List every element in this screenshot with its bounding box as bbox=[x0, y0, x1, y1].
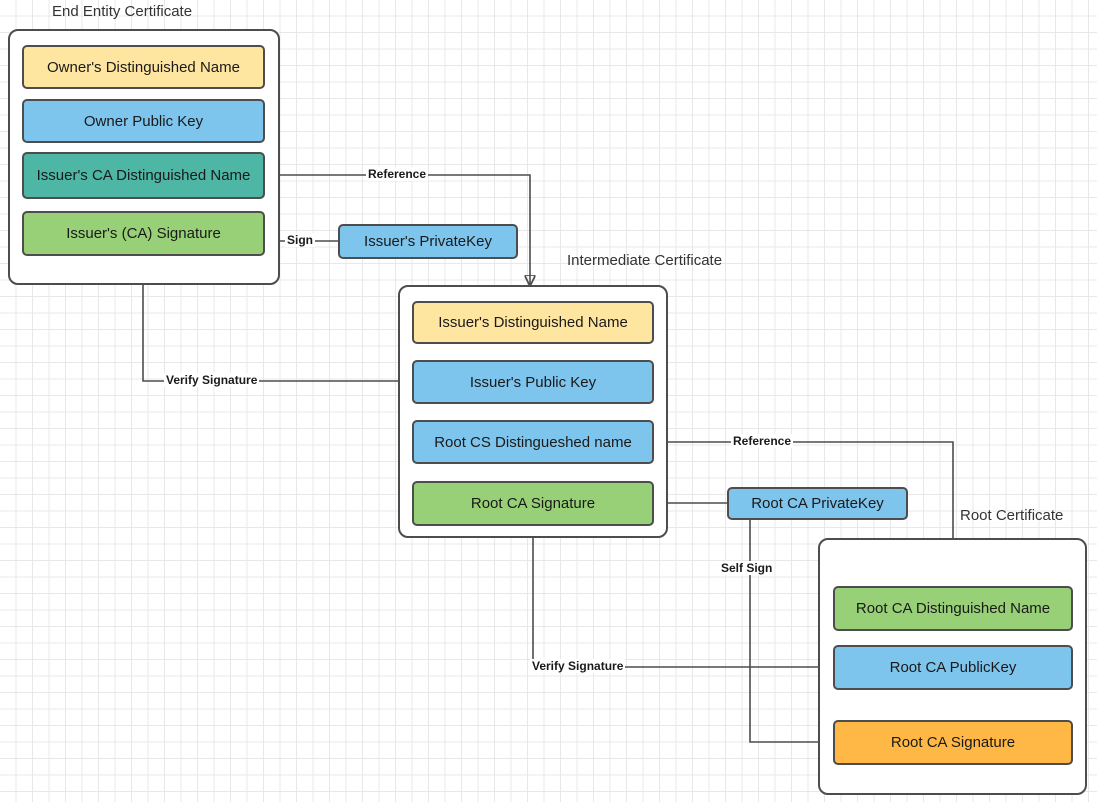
intermediate-field-root-cs-distinguished-name[interactable]: Root CS Distingueshed name bbox=[412, 420, 654, 464]
field-label: Root CA Distinguished Name bbox=[855, 600, 1051, 617]
end-entity-field-issuer-ca-distinguished-name[interactable]: Issuer's CA Distinguished Name bbox=[22, 152, 265, 199]
edge-label-self-sign: Self Sign bbox=[719, 561, 775, 575]
field-label: Root CA Signature bbox=[470, 495, 596, 512]
root-certificate-title: Root Certificate bbox=[960, 507, 1064, 524]
end-entity-field-owner-distinguished-name[interactable]: Owner's Distinguished Name bbox=[22, 45, 265, 89]
field-label: Owner's Distinguished Name bbox=[47, 58, 240, 76]
edge-label-sign: Sign bbox=[285, 233, 315, 247]
field-label: Root CA PrivateKey bbox=[751, 495, 884, 512]
root-field-root-ca-public-key[interactable]: Root CA PublicKey bbox=[833, 645, 1073, 690]
root-field-root-ca-distinguished-name[interactable]: Root CA Distinguished Name bbox=[833, 586, 1073, 631]
field-label: Root CA PublicKey bbox=[889, 659, 1017, 676]
field-label: Owner Public Key bbox=[83, 112, 204, 130]
field-label: Root CA Signature bbox=[890, 734, 1016, 751]
field-label: Issuer's (CA) Signature bbox=[66, 225, 221, 242]
field-label: Issuer's PrivateKey bbox=[364, 233, 492, 250]
end-entity-field-owner-public-key[interactable]: Owner Public Key bbox=[22, 99, 265, 143]
end-entity-certificate-title: End Entity Certificate bbox=[52, 3, 193, 20]
wire-verify-signature-bottom bbox=[533, 528, 833, 668]
field-label: Issuer's CA Distinguished Name bbox=[36, 167, 251, 184]
intermediate-field-issuer-public-key[interactable]: Issuer's Public Key bbox=[412, 360, 654, 404]
intermediate-field-issuer-distinguished-name[interactable]: Issuer's Distinguished Name bbox=[412, 301, 654, 344]
field-label: Issuer's Distinguished Name bbox=[438, 314, 628, 331]
edge-label-verify-signature-bottom: Verify Signature bbox=[530, 659, 626, 673]
edge-label-verify-signature-top: Verify Signature bbox=[164, 373, 260, 387]
field-label: Issuer's Public Key bbox=[469, 373, 597, 391]
end-entity-field-issuer-ca-signature[interactable]: Issuer's (CA) Signature bbox=[22, 211, 265, 256]
edge-label-reference-bottom: Reference bbox=[731, 434, 794, 448]
intermediate-certificate-title: Intermediate Certificate bbox=[567, 252, 723, 269]
field-label: Root CS Distingueshed name bbox=[434, 433, 632, 451]
intermediate-field-root-ca-signature[interactable]: Root CA Signature bbox=[412, 481, 654, 526]
root-field-root-ca-signature[interactable]: Root CA Signature bbox=[833, 720, 1073, 765]
issuers-private-key-box[interactable]: Issuer's PrivateKey bbox=[338, 224, 518, 259]
edge-label-reference-top: Reference bbox=[366, 167, 429, 181]
root-ca-private-key-box[interactable]: Root CA PrivateKey bbox=[727, 487, 908, 520]
